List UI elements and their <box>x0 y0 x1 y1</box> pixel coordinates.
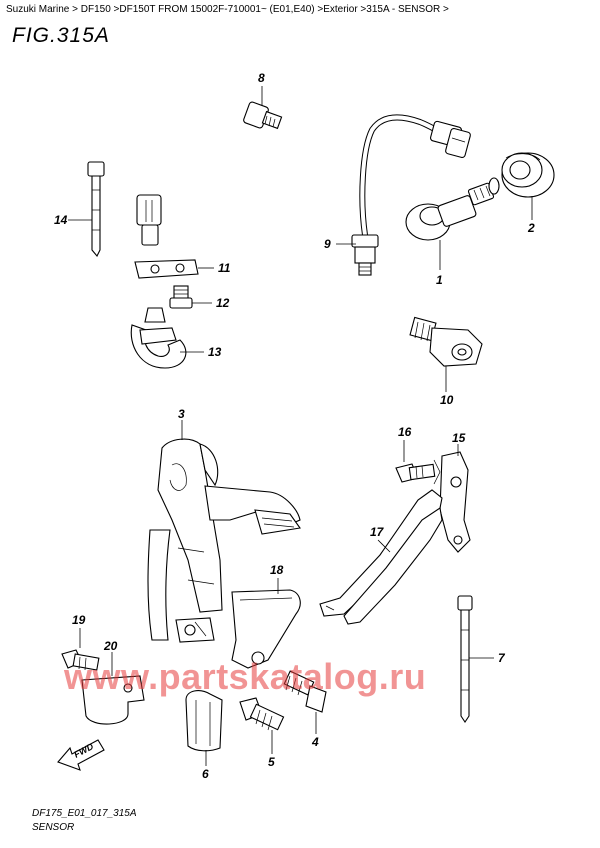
part-7-cable-tie[interactable] <box>457 595 473 723</box>
callout-1[interactable]: 1 <box>436 273 443 287</box>
callout-17[interactable]: 17 <box>370 525 385 539</box>
part-16-bolt[interactable] <box>395 459 441 485</box>
callout-5[interactable]: 5 <box>268 755 275 769</box>
part-2-grommet[interactable] <box>501 152 555 198</box>
callout-13[interactable]: 13 <box>208 345 222 359</box>
callout-9[interactable]: 9 <box>324 237 331 251</box>
part-12-bolt[interactable] <box>169 285 193 309</box>
part-1-sensor-body[interactable] <box>405 177 500 241</box>
figure-title: FIG.315A <box>12 24 110 47</box>
callout-4[interactable]: 4 <box>311 735 319 749</box>
part-8-sensor-cable[interactable] <box>136 83 283 246</box>
part-9-sensor[interactable] <box>351 114 471 276</box>
callout-6[interactable]: 6 <box>202 767 209 781</box>
part-10-knock-sensor[interactable] <box>409 316 483 367</box>
watermark: www.partskatalog.ru <box>64 656 427 697</box>
drawing-code: DF175_E01_017_315A <box>32 808 137 819</box>
part-6-clip[interactable] <box>185 690 223 752</box>
callout-14[interactable]: 14 <box>54 213 68 227</box>
part-13-clamp[interactable] <box>130 307 187 369</box>
part-17-lever-arm[interactable] <box>319 489 443 625</box>
callout-10[interactable]: 10 <box>440 393 454 407</box>
callout-16[interactable]: 16 <box>398 425 412 439</box>
callout-19[interactable]: 19 <box>72 613 86 627</box>
callout-2[interactable]: 2 <box>527 221 535 235</box>
part-14-cable-tie[interactable] <box>87 161 105 257</box>
callout-8[interactable]: 8 <box>258 71 265 85</box>
callout-11[interactable]: 11 <box>218 261 231 275</box>
fwd-arrow: FWD <box>57 739 105 771</box>
part-5-bolt[interactable] <box>239 697 285 731</box>
callout-20[interactable]: 20 <box>103 639 118 653</box>
part-15-bracket[interactable] <box>439 451 471 553</box>
callout-18[interactable]: 18 <box>270 563 284 577</box>
part-3-bracket[interactable] <box>147 438 301 641</box>
callout-3[interactable]: 3 <box>178 407 185 421</box>
part-18-bracket-plate[interactable] <box>231 589 301 669</box>
part-19-bolt[interactable] <box>61 649 100 671</box>
part-11-plate[interactable] <box>134 259 199 279</box>
part-bracket-clip[interactable] <box>175 617 215 643</box>
callout-15[interactable]: 15 <box>452 431 466 445</box>
part-20-clamp[interactable] <box>81 675 145 725</box>
callout-12[interactable]: 12 <box>216 296 230 310</box>
figure-caption: SENSOR <box>32 822 75 833</box>
callout-7[interactable]: 7 <box>498 651 506 665</box>
part-4-bolt[interactable] <box>283 670 327 713</box>
leader-17 <box>377 539 391 553</box>
breadcrumb[interactable]: Suzuki Marine > DF150 >DF150T FROM 15002… <box>6 4 449 15</box>
